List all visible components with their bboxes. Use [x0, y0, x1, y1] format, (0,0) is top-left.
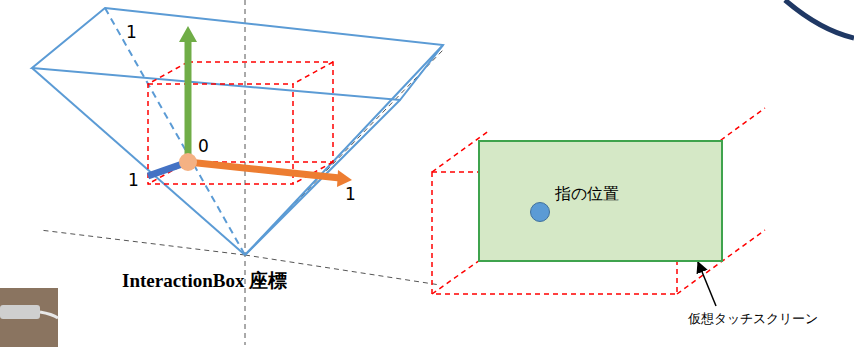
axis-value: 0	[198, 136, 209, 156]
callout-label: 仮想タッチスクリーン	[688, 310, 818, 328]
node-text: 指の位置	[555, 184, 619, 205]
finger-dot	[530, 202, 550, 222]
axis-value: 1	[126, 22, 137, 42]
axis-value: 1	[345, 184, 356, 204]
axis-value: 1	[128, 170, 139, 190]
device-photo	[0, 288, 58, 347]
touch-volume	[432, 108, 765, 294]
figure-caption: InteractionBox 座標	[122, 268, 287, 294]
leader-arrow	[698, 262, 716, 306]
touch-screen-box: 指の位置	[478, 140, 723, 262]
axes	[148, 26, 352, 187]
guide-lines	[40, 0, 443, 345]
pyramid	[32, 8, 443, 255]
corner-arc	[785, 0, 854, 38]
